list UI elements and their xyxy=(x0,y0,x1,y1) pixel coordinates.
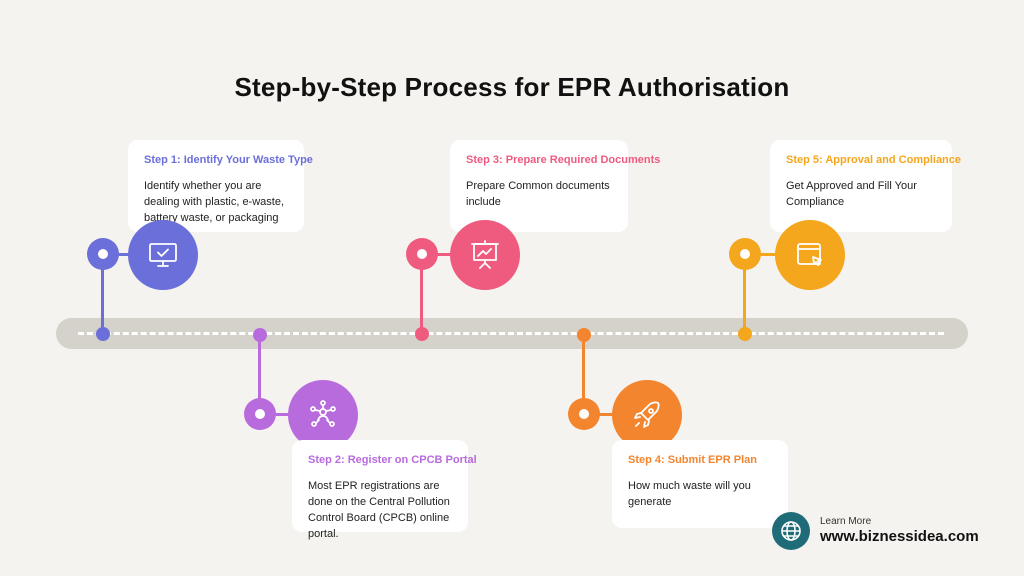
step-2-title: Step 2: Register on CPCB Portal xyxy=(308,454,477,466)
brand-logo[interactable] xyxy=(772,512,810,550)
step-4-node xyxy=(568,398,600,430)
learn-more-label: Learn More xyxy=(820,516,872,527)
step-2-description: Most EPR registrations are done on the C… xyxy=(308,480,450,540)
rocket-icon xyxy=(634,401,660,428)
step-5-node xyxy=(729,238,761,270)
step-1-track-dot xyxy=(96,327,110,341)
step-5-icon-circle xyxy=(775,220,845,290)
step-4-track-dot xyxy=(577,328,591,342)
step-1-link xyxy=(110,253,140,256)
step-1-title: Step 1: Identify Your Waste Type xyxy=(144,154,313,166)
step-5-track-dot xyxy=(738,327,752,341)
globe-icon xyxy=(781,521,801,541)
step-4-link xyxy=(592,413,622,416)
step-2-track-dot xyxy=(253,328,267,342)
step-1-icon-circle xyxy=(128,220,198,290)
timeline-dashes xyxy=(78,332,944,335)
step-4-icon-circle xyxy=(612,380,682,450)
step-5-description: Get Approved and Fill Your Compliance xyxy=(786,180,917,208)
step-3-track-dot xyxy=(415,327,429,341)
step-3-connector xyxy=(420,254,423,334)
page-title: Step-by-Step Process for EPR Authorisati… xyxy=(234,72,790,102)
step-3-title: Step 3: Prepare Required Documents xyxy=(466,154,661,166)
step-3-card: Step 3: Prepare Required Documents Prepa… xyxy=(450,140,661,232)
step-2-connector xyxy=(258,336,261,414)
step-4-connector xyxy=(582,336,585,414)
step-4-description: How much waste will you generate xyxy=(628,480,751,508)
network-user-icon xyxy=(310,400,336,427)
step-5-connector xyxy=(743,254,746,334)
monitor-check-icon xyxy=(149,243,177,267)
step-2-link xyxy=(268,413,298,416)
step-1-connector xyxy=(101,254,104,334)
browser-cursor-icon xyxy=(797,243,822,266)
step-3-icon-circle xyxy=(450,220,520,290)
step-2-node xyxy=(244,398,276,430)
brand-url-link[interactable]: www.biznessidea.com xyxy=(820,528,979,545)
step-2-card: Step 2: Register on CPCB Portal Most EPR… xyxy=(292,440,477,540)
step-3-description: Prepare Common documents include xyxy=(466,180,610,208)
step-4-card: Step 4: Submit EPR Plan How much waste w… xyxy=(612,440,788,528)
step-5-link xyxy=(752,253,782,256)
step-2-icon-circle xyxy=(288,380,358,450)
step-4-title: Step 4: Submit EPR Plan xyxy=(628,454,757,466)
step-5-card: Step 5: Approval and Compliance Get Appr… xyxy=(770,140,962,232)
step-3-link xyxy=(430,253,460,256)
step-1-description: Identify whether you are dealing with pl… xyxy=(144,180,285,240)
step-5-title: Step 5: Approval and Compliance xyxy=(786,154,962,166)
step-1-card: Step 1: Identify Your Waste Type Identif… xyxy=(128,140,313,240)
step-1-node xyxy=(87,238,119,270)
presentation-board-icon xyxy=(471,240,499,269)
step-3-node xyxy=(406,238,438,270)
